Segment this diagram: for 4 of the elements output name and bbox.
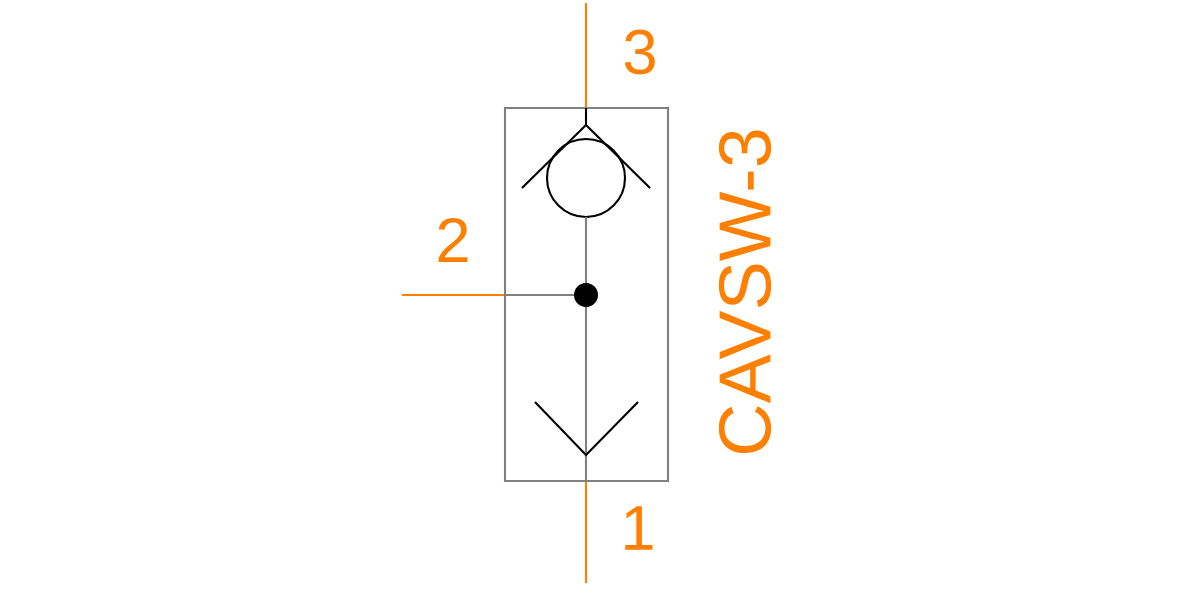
port-number: 3 <box>624 29 655 75</box>
component-code: CAVSW-3 <box>718 130 772 453</box>
port-number: 1 <box>625 506 653 550</box>
port-number: 2 <box>438 217 468 263</box>
